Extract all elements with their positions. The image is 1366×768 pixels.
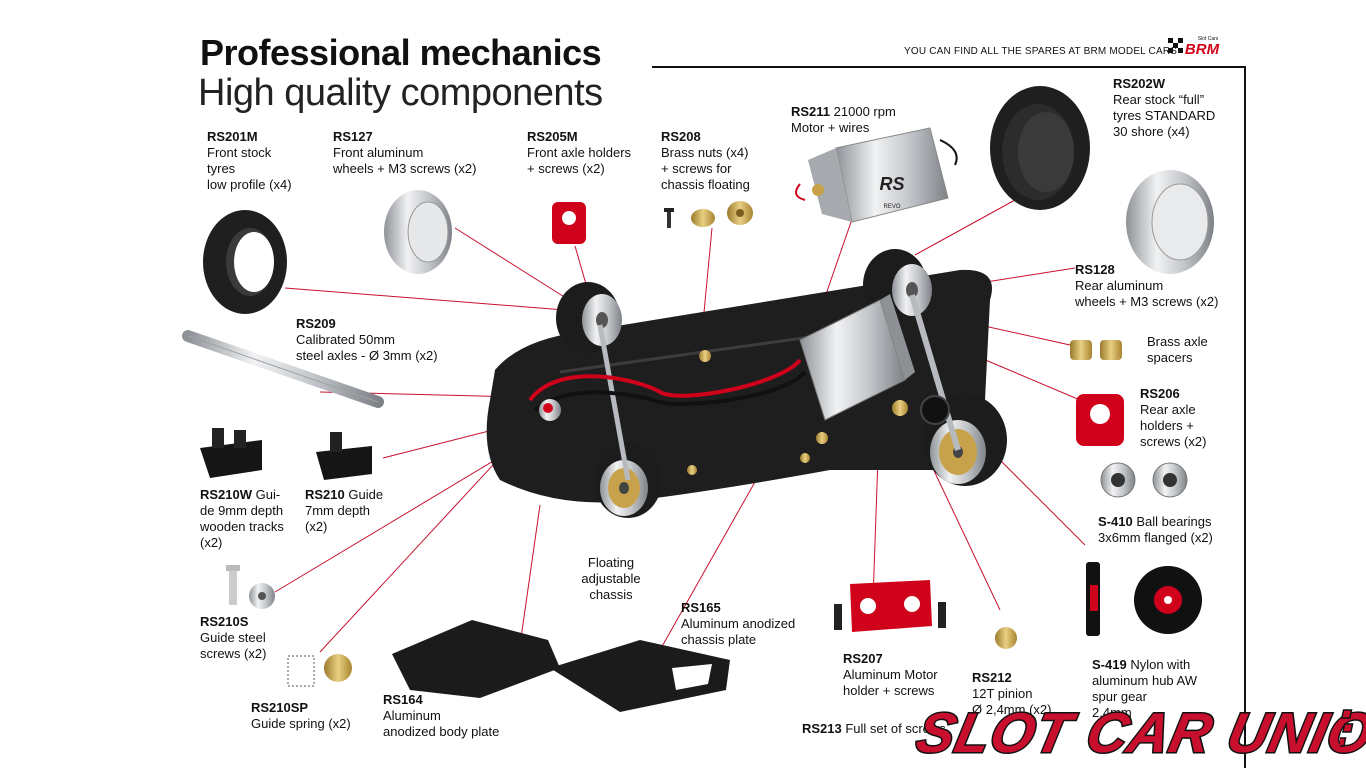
rs212-pinion [995,627,1017,649]
rs211-motor: RS REVO [795,127,958,223]
front-axle [597,324,631,481]
label-rs210: RS210 Guide 7mm depth (x2) [305,487,384,534]
page-title: Professional mechanics [200,32,602,73]
guide-assembly [539,399,561,421]
rs207-motor-holder [834,580,946,632]
rs127-wheel [384,190,452,274]
rs208-nuts [664,201,753,228]
label-s410: S-410 Ball bearings 3x6mm flanged (x2) [1098,514,1213,545]
rs202w-tyre [990,86,1090,210]
watermark-dots-icon [1340,709,1354,747]
s419-spur-gear [1086,562,1202,636]
rs210sp-spring [287,654,352,687]
tagline: YOU CAN FIND ALL THE SPARES AT BRM MODEL… [904,46,1178,57]
motor-mounted [799,294,915,421]
label-rs212: RS212 12T pinion Ø 2,4mm (x2) [972,670,1052,717]
chassis-brass-nuts [687,350,828,475]
rs210-guide [316,432,372,480]
motor-wire-black [533,370,807,412]
label-rs165: RS165 Aluminum anodized chassis plate [681,600,796,647]
label-rs127: RS127 Front aluminum wheels + M3 screws … [333,129,477,176]
s410-bearings [1100,462,1188,498]
motor-wire-red [528,358,802,402]
brm-flag-icon: Slot Cars BRM [1168,36,1220,58]
brm-logo-text: BRM [1185,41,1220,58]
header-rule [652,66,1246,68]
label-floating-chassis: Floating adjustable chassis [581,555,641,602]
label-brass-spacers: Brass axle spacers [1147,334,1208,365]
label-rs209: RS209 Calibrated 50mm steel axles - Ø 3m… [296,316,438,363]
label-rs201m: RS201M Front stock tyres low profile (x4… [207,129,292,192]
label-rs205m: RS205M Front axle holders + screws (x2) [527,129,632,176]
label-rs208: RS208 Brass nuts (x4) + screws for chass… [661,129,750,192]
rs205m-holder [552,202,586,244]
rear-axle [909,294,961,451]
label-rs207: RS207 Aluminum Motor holder + screws [843,651,938,698]
rs128-wheel [1126,170,1214,274]
label-rs164: RS164 Aluminum anodized body plate [383,692,500,739]
rs209-axle [182,330,384,408]
label-rs211: RS211 21000 rpm Motor + wires [791,104,896,135]
brm-logo: Slot Cars BRM [1168,32,1220,58]
label-rs210sp: RS210SP Guide spring (x2) [251,700,351,731]
label-rs128: RS128 Rear aluminum wheels + M3 screws (… [1075,262,1219,309]
rs165-chassis-plate [550,640,730,712]
label-rs210s: RS210S Guide steel screws (x2) [200,614,267,661]
page-subtitle: High quality components [198,72,603,114]
label-rs206: RS206 Rear axle holders + screws (x2) [1140,386,1207,449]
side-rule [1244,66,1246,768]
rs210w-guide [200,428,262,478]
motor-sub-print: REVO [883,204,900,210]
label-rs210w: RS210W Gui- de 9mm depth wooden tracks (… [200,487,284,550]
spur-gear-mounted [920,395,950,425]
rs206-holder [1076,394,1124,446]
label-rs213: RS213 Full set of screws [802,721,946,736]
rs201m-tyre [203,210,287,314]
label-s419: S-419 Nylon with aluminum hub AW spur ge… [1092,657,1198,720]
label-rs202w: RS202W Rear stock “full” tyres STANDARD … [1113,76,1216,139]
slot-car-union-watermark: SLOT CAR UNION [910,700,1366,766]
motor-brand-print: RS [879,174,904,194]
rs164-body-plate [392,620,560,698]
brass-spacers [1070,340,1122,360]
rs210s-screws [226,565,275,609]
brm-logo-small: Slot Cars [1198,36,1219,42]
